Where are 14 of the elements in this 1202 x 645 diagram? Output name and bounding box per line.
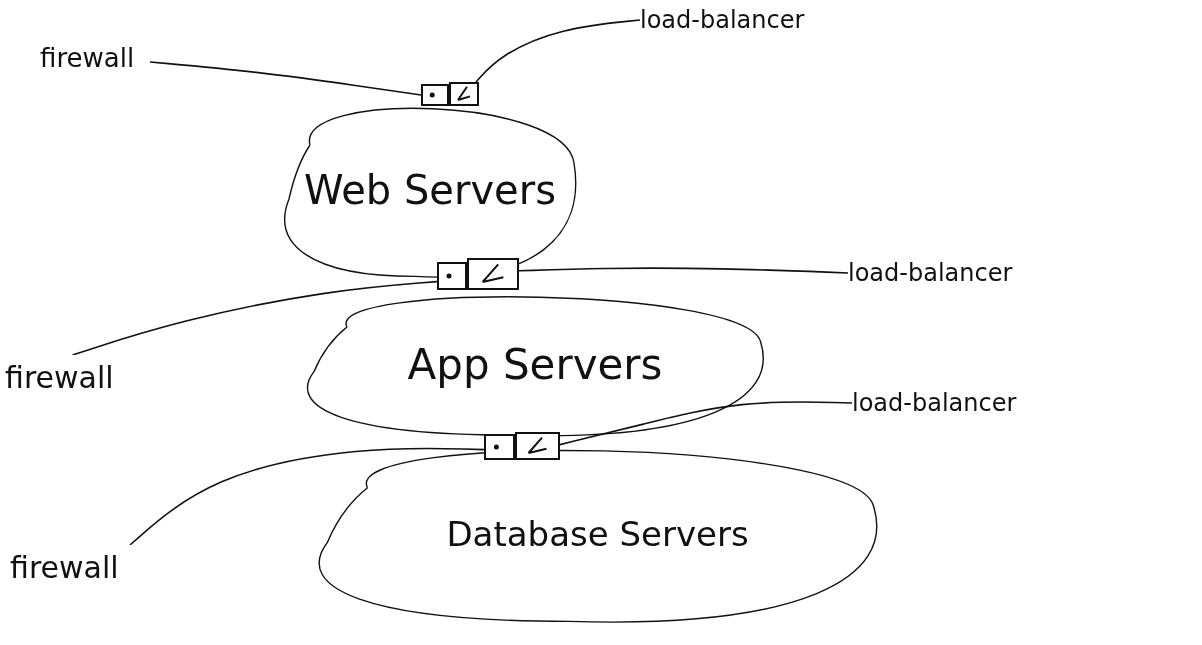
callout-label: firewall bbox=[10, 549, 119, 585]
tier-label: Web Servers bbox=[304, 167, 556, 213]
callout-label: load-balancer bbox=[640, 6, 805, 34]
leader-line bbox=[149, 61, 422, 96]
leader-line bbox=[518, 267, 849, 274]
callout-label: firewall bbox=[40, 43, 135, 73]
callout-label: load-balancer bbox=[852, 389, 1017, 417]
leader-line bbox=[71, 280, 438, 356]
callout-label: load-balancer bbox=[848, 259, 1013, 287]
tier-label: App Servers bbox=[407, 339, 663, 389]
callout-label: firewall bbox=[5, 359, 114, 395]
leader-line bbox=[559, 401, 853, 446]
tier-label: Database Servers bbox=[446, 513, 749, 554]
leader-line bbox=[475, 19, 641, 83]
